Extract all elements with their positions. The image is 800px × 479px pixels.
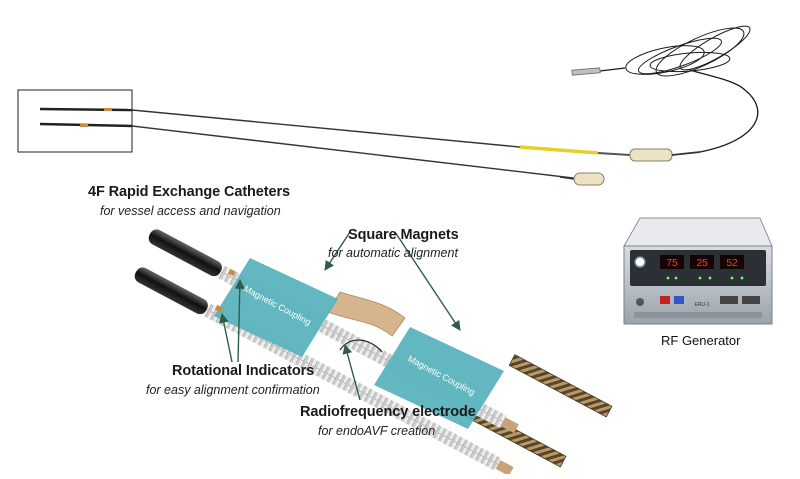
cable-plug bbox=[571, 67, 601, 76]
electrode-segment bbox=[327, 291, 406, 337]
callout-arrows bbox=[219, 231, 461, 401]
catheters-title: 4F Rapid Exchange Catheters bbox=[88, 184, 290, 200]
arrow-indicator-upper bbox=[234, 279, 245, 363]
generator-logo-icon bbox=[634, 256, 646, 268]
indicators-subtitle: for easy alignment confirmation bbox=[146, 383, 320, 397]
arrow-magnet-left bbox=[324, 231, 351, 271]
magnets-title: Square Magnets bbox=[348, 227, 459, 243]
display-1: 75 bbox=[666, 258, 678, 269]
electrode-title: Radiofrequency electrode bbox=[300, 404, 476, 420]
magnetic-catheter-pair: Magnetic Coupling Magnetic Coupling bbox=[134, 229, 613, 476]
tip-detail-box bbox=[17, 89, 133, 153]
catheter-hub bbox=[629, 148, 673, 162]
magnets-subtitle: for automatic alignment bbox=[328, 246, 458, 260]
catheter-overview bbox=[17, 25, 759, 186]
lower-connector bbox=[573, 172, 605, 186]
catheter-tip-upper bbox=[148, 229, 222, 277]
display-3: 52 bbox=[726, 258, 738, 269]
generator-caption: RF Generator bbox=[661, 333, 741, 348]
generator-top bbox=[623, 217, 773, 247]
arrow-magnet-right bbox=[394, 231, 461, 331]
rf-cable bbox=[689, 69, 759, 153]
arrow-electrode bbox=[342, 344, 361, 401]
power-button-icon bbox=[636, 298, 644, 306]
coupling-zone-left bbox=[214, 258, 338, 357]
display-2: 25 bbox=[696, 258, 708, 269]
cable-coil bbox=[625, 25, 751, 77]
braided-shaft-upper bbox=[508, 354, 613, 418]
catheters-subtitle: for vessel access and navigation bbox=[100, 204, 281, 218]
generator-brand: ERU-1 bbox=[694, 302, 709, 308]
indicators-title: Rotational Indicators bbox=[172, 363, 315, 379]
rf-generator: 75 25 52 ERU-1 bbox=[623, 217, 773, 325]
electrode-subtitle: for endoAVF creation bbox=[318, 424, 436, 438]
catheter-tip-lower bbox=[134, 267, 208, 315]
arrow-indicator-lower bbox=[219, 313, 233, 363]
coupling-zone-right bbox=[374, 327, 504, 429]
